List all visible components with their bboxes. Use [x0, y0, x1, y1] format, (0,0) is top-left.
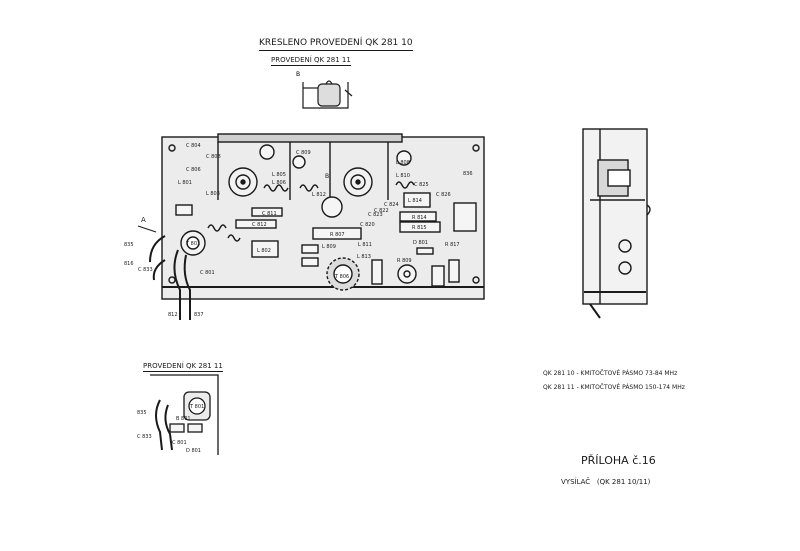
label-c811: C 811 — [262, 211, 277, 217]
label-l802: L 802 — [257, 248, 271, 254]
label-r814: R 814 — [412, 215, 427, 221]
note-line-1: QK 281 10 - KMITOČTOVÉ PÁSMO 73-84 MHz — [543, 370, 678, 377]
ld-label-d801: D 801 — [186, 448, 201, 454]
ld-label-b801: B 801 — [176, 416, 191, 422]
lower-detail-labels: 835 C 833 T 801 C 801 D 801 B 801 — [137, 404, 204, 454]
note-line-2: QK 281 11 - KMITOČTOVÉ PÁSMO 150-174 MHz — [543, 384, 685, 391]
ld-label-c801: C 801 — [172, 440, 187, 446]
label-d801: D 801 — [413, 240, 428, 246]
lower-detail-inset — [150, 374, 219, 455]
label-816: 816 — [124, 261, 134, 267]
label-c823: C 823 — [368, 212, 383, 218]
lower-detail-title: PROVEDENÍ QK 281 11 — [143, 362, 223, 372]
label-l805: L 805 — [272, 172, 286, 178]
label-b: B — [325, 173, 329, 180]
label-l813: L 813 — [357, 254, 371, 260]
label-c812: C 812 — [252, 222, 267, 228]
label-l801: L 801 — [178, 180, 192, 186]
label-c809: C 809 — [296, 150, 311, 156]
label-r809: R 809 — [397, 258, 412, 264]
label-c822: C 822 — [374, 208, 389, 214]
label-l812: L 812 — [312, 192, 326, 198]
side-view — [582, 128, 651, 319]
label-l811: L 811 — [358, 242, 372, 248]
component-labels: C 804 C 806 C 808 L 801 L 803 L 805 L 80… — [124, 143, 473, 318]
label-c825: C 825 — [414, 182, 429, 188]
version-11-label: PROVEDENÍ QK 281 11 — [271, 56, 351, 66]
label-c801: C 801 — [200, 270, 215, 276]
label-836: 836 — [463, 171, 473, 177]
detail-b-inset — [302, 80, 353, 109]
label-r815: R 815 — [412, 225, 427, 231]
label-a: A — [141, 216, 146, 224]
label-l814: L 814 — [408, 198, 422, 204]
label-c824: C 824 — [384, 202, 399, 208]
label-835: 835 — [124, 242, 134, 248]
detail-b-letter: B — [296, 71, 300, 78]
plate-subtitle: VYSÍLAČ (QK 281 10/11) — [561, 478, 651, 486]
label-l810: L 810 — [396, 173, 410, 179]
label-l808: L 808 — [396, 160, 410, 166]
label-c804: C 804 — [186, 143, 201, 149]
label-c820: C 820 — [360, 222, 375, 228]
label-812: 812 — [168, 312, 178, 318]
drawn-version-label: KRESLENO PROVEDENÍ QK 281 10 — [259, 39, 413, 51]
label-l803: L 803 — [206, 191, 220, 197]
label-c806: C 806 — [186, 167, 201, 173]
ld-label-835: 835 — [137, 410, 147, 416]
label-c826: C 826 — [436, 192, 451, 198]
main-pcb — [149, 133, 485, 320]
plate-title: PŘÍLOHA č.16 — [581, 454, 656, 467]
label-r807: R 807 — [330, 232, 345, 238]
label-c808: C 808 — [206, 154, 221, 160]
label-c833: C 833 — [138, 267, 153, 273]
label-t801: T 801 — [185, 241, 200, 247]
ld-label-t801: T 801 — [189, 404, 204, 410]
label-l809: L 809 — [322, 244, 336, 250]
label-837: 837 — [194, 312, 204, 318]
label-l806: L 806 — [272, 180, 286, 186]
label-r817: R 817 — [445, 242, 460, 248]
label-t806: T 806 — [334, 274, 349, 280]
ld-label-c833: C 833 — [137, 434, 152, 440]
